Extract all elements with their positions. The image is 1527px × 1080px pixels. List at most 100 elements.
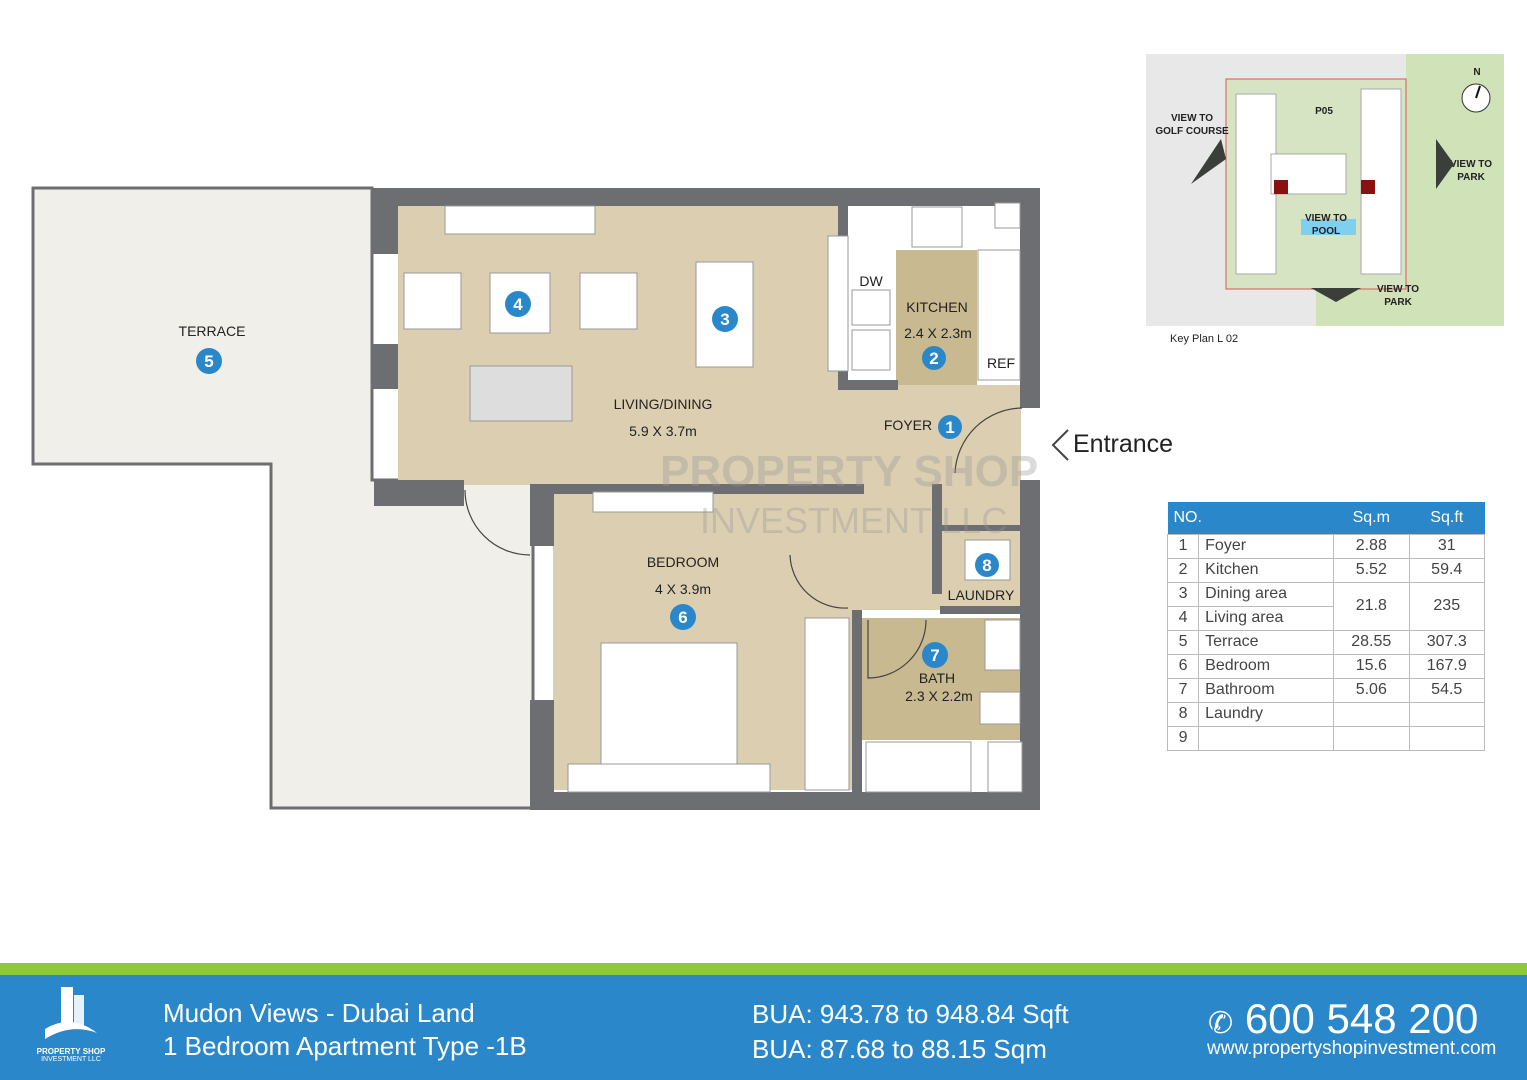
row-sqm: 21.8 [1333,581,1410,631]
row-no: 2 [1166,557,1200,583]
building-label: P05 [1315,106,1333,117]
row-sqft: 235 [1408,581,1485,631]
dining-number: 3 [720,310,729,329]
row-name: Bedroom [1198,653,1335,679]
row-sqft [1408,725,1485,751]
website-link[interactable]: www.propertyshopinvestment.com [1207,1038,1497,1059]
walls [372,188,1040,810]
kitchen-size: 2.4 X 2.3m [904,325,972,341]
row-no: 6 [1166,653,1200,679]
key-plan-caption: Key Plan L 02 [1170,333,1239,345]
living-label: LIVING/DINING [614,396,713,412]
foyer-number: 1 [945,418,954,437]
row-name: Bathroom [1198,677,1335,703]
row-sqft: 59.4 [1408,557,1485,583]
view-golf-label: VIEW TO [1171,113,1213,124]
row-sqft: 167.9 [1408,653,1485,679]
fridge-label: REF [987,355,1015,371]
kitchen-label: KITCHEN [906,299,967,315]
bath-size: 2.3 X 2.2m [905,688,973,704]
footer: PROPERTY SHOP INVESTMENT LLC Mudon Views… [0,975,1527,1080]
view-park-south-label: VIEW TO [1377,284,1419,295]
bath-label: BATH [919,670,955,686]
kitchen-number: 2 [929,349,938,368]
row-name: Foyer [1198,533,1335,559]
phone-icon: ✆ [1208,1007,1234,1040]
row-no: 4 [1166,605,1200,631]
view-park-south-label-2: PARK [1384,297,1412,308]
row-no: 3 [1166,581,1200,607]
view-golf-label-2: GOLF COURSE [1155,126,1229,137]
row-sqm: 15.6 [1333,653,1410,679]
floor-plan: TERRACE 5 4 3 LIVING/DINING 5.9 X 3.7m K… [31,186,1069,810]
terrace-label: TERRACE [179,323,246,339]
terrace-number: 5 [204,352,213,371]
company-logo: PROPERTY SHOP INVESTMENT LLC [26,983,116,1063]
row-no: 8 [1166,701,1200,727]
entrance-label: Entrance [1073,430,1174,458]
entrance-arrow-icon [1051,429,1069,461]
watermark-sub: INVESTMENT LLC [700,500,1008,541]
watermark: PROPERTY SHOP [660,447,1039,496]
row-name: Terrace [1198,629,1335,655]
view-pool-label: VIEW TO [1305,213,1347,224]
laundry-label: LAUNDRY [948,587,1015,603]
row-sqm: 5.06 [1333,677,1410,703]
building-logo-icon [45,987,97,1039]
living-size: 5.9 X 3.7m [629,423,697,439]
furniture [403,202,1023,793]
header-sqm: Sq.m [1333,502,1409,534]
view-park-east-label: VIEW TO [1450,159,1492,170]
foyer-label: FOYER [884,417,932,433]
row-name [1198,725,1335,751]
view-park-east-label-2: PARK [1457,172,1485,183]
row-sqm: 2.88 [1333,533,1410,559]
row-name: Kitchen [1198,557,1335,583]
row-name: Dining area [1198,581,1335,607]
row-sqft: 31 [1408,533,1485,559]
dishwasher-label: DW [859,273,883,289]
row-sqm [1333,725,1410,751]
row-no: 9 [1166,725,1200,751]
bua-sqft: BUA: 943.78 to 948.84 Sqft [752,999,1069,1029]
row-name: Living area [1198,605,1335,631]
row-sqm [1333,701,1410,727]
row-sqm: 5.52 [1333,557,1410,583]
row-name: Laundry [1198,701,1335,727]
table-row: 9 [1166,725,1485,751]
logo-text: PROPERTY SHOP [36,1047,106,1056]
living-dining-area [398,205,846,485]
living-number: 4 [513,295,523,314]
bua-sqm: BUA: 87.68 to 88.15 Sqm [752,1034,1047,1064]
row-no: 5 [1166,629,1200,655]
key-plan-map: N P05 VIEW TO GOLF COURSE VIEW TO PARK V… [1146,54,1504,326]
header-no: NO. [1167,502,1334,534]
bedroom-number: 6 [678,608,687,627]
row-sqft: 307.3 [1408,629,1485,655]
project-name: Mudon Views - Dubai Land [163,998,475,1028]
row-no: 7 [1166,677,1200,703]
footer-accent-bar [0,963,1527,975]
header-sqft: Sq.ft [1409,502,1485,534]
row-sqft [1408,701,1485,727]
row-sqft: 54.5 [1408,677,1485,703]
north-label: N [1473,67,1480,78]
view-pool-label-2: POOL [1312,226,1340,237]
bedroom-label: BEDROOM [647,554,719,570]
bedroom-size: 4 X 3.9m [655,581,711,597]
bath-number: 7 [930,646,939,665]
logo-subtext: INVESTMENT LLC [41,1056,101,1063]
apartment-type: 1 Bedroom Apartment Type -1B [163,1031,527,1061]
row-sqm: 28.55 [1333,629,1410,655]
phone-number[interactable]: 600 548 200 [1244,995,1479,1042]
laundry-number: 8 [982,556,991,575]
row-no: 1 [1166,533,1200,559]
